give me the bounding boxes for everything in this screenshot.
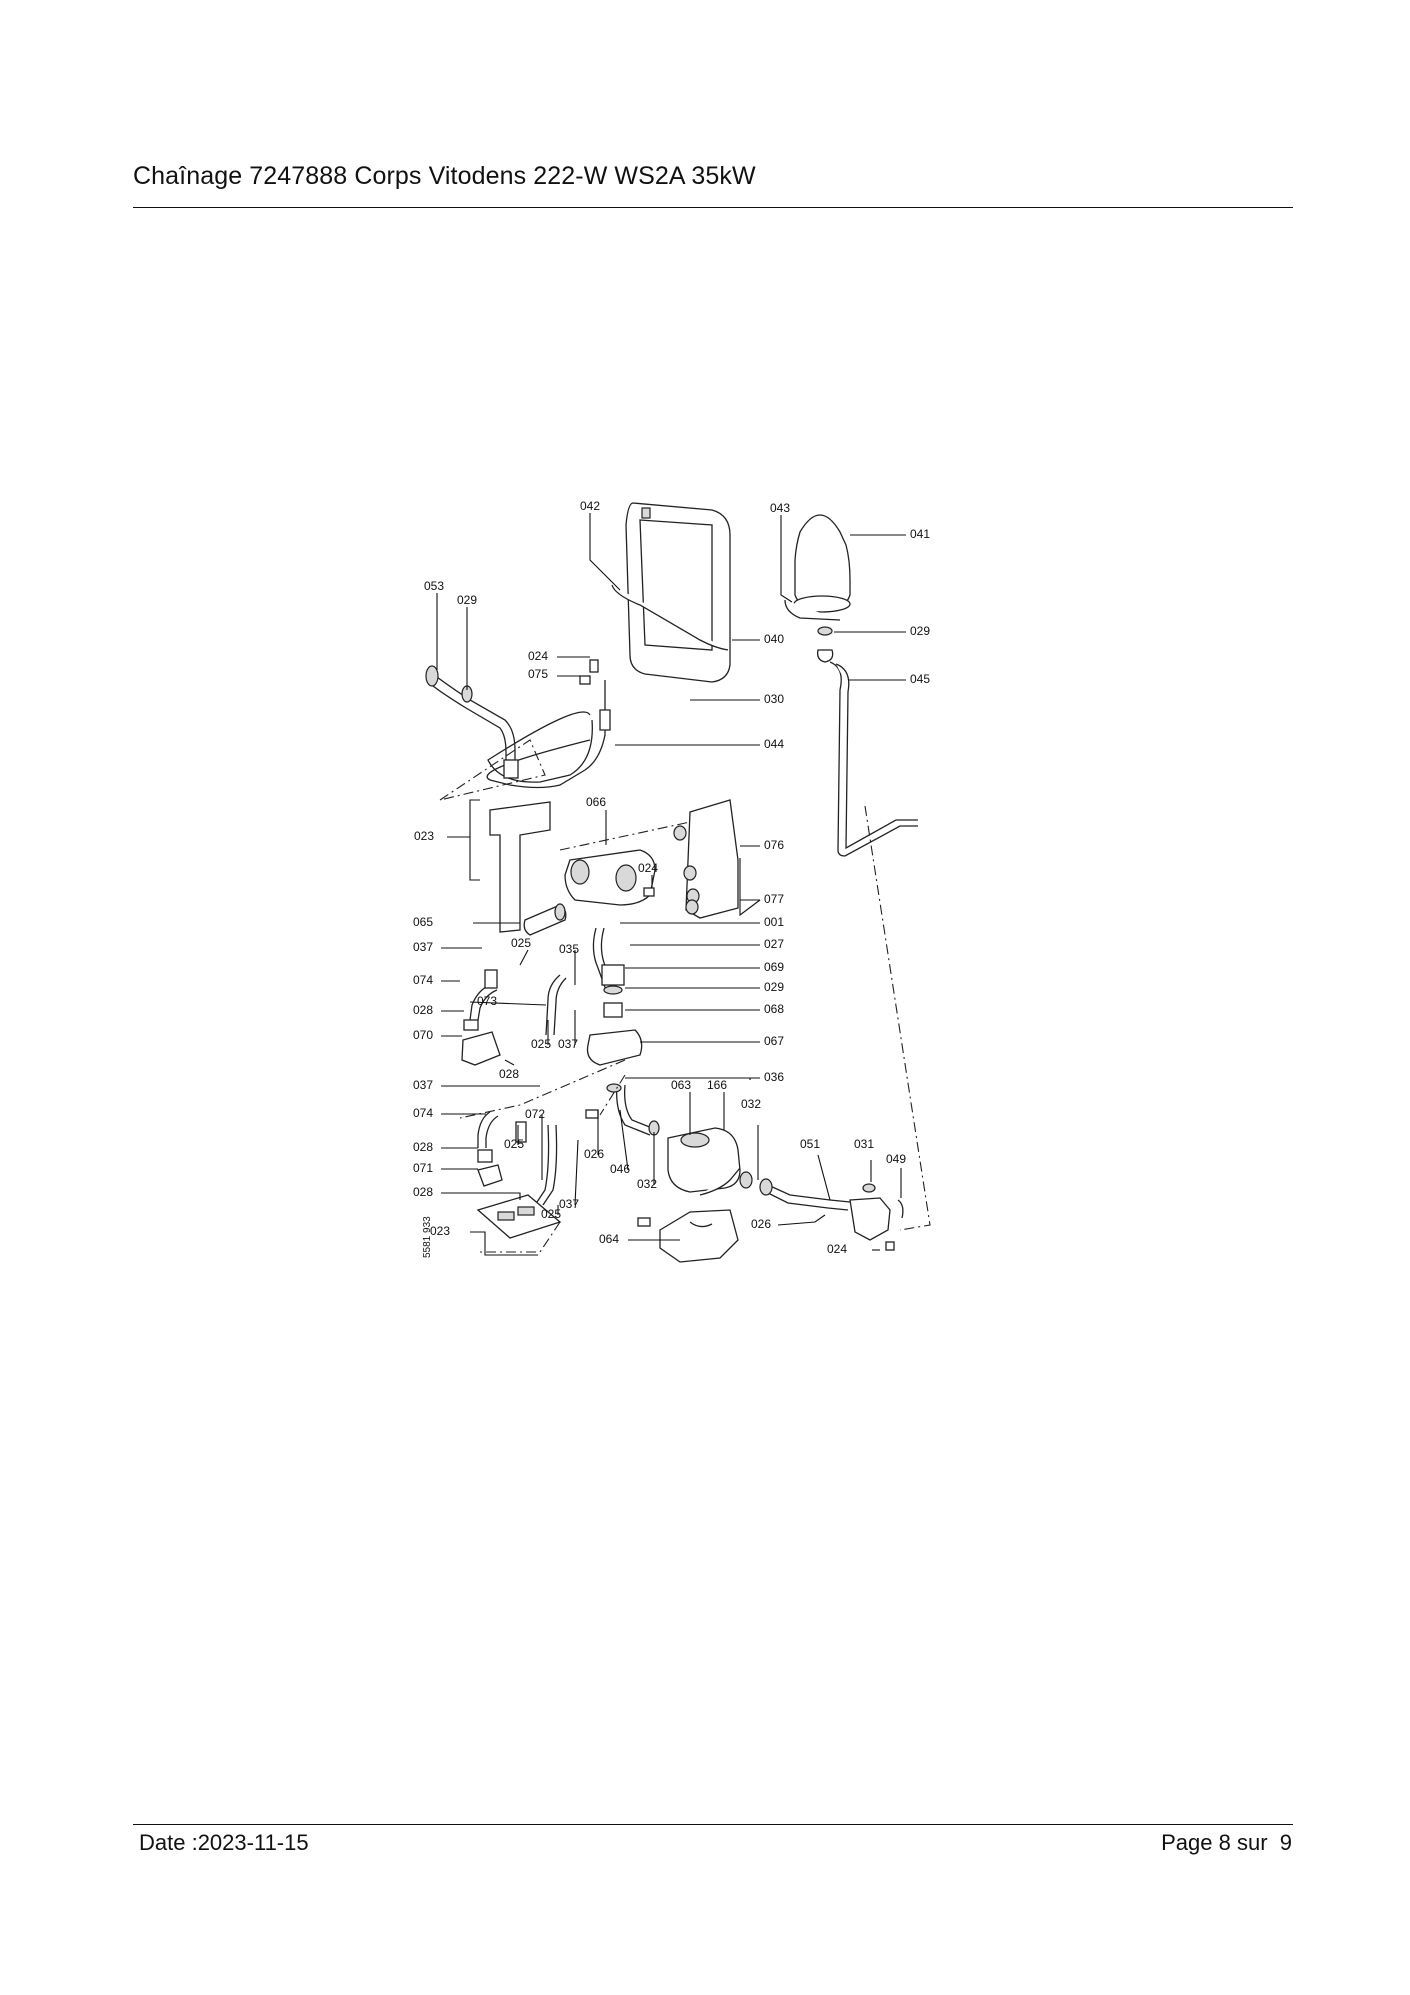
header-rule	[133, 207, 1293, 208]
part-label-166: 166	[707, 1078, 727, 1092]
part-label-025: 025	[541, 1207, 561, 1221]
part-label-051: 051	[800, 1137, 820, 1151]
leader-lines	[436, 513, 906, 1256]
part-label-069: 069	[764, 960, 784, 974]
part-label-029: 029	[457, 593, 477, 607]
part-label-031: 031	[854, 1137, 874, 1151]
part-label-043: 043	[770, 501, 790, 515]
part-label-037: 037	[559, 1197, 579, 1211]
part-label-045: 045	[910, 672, 930, 686]
part-label-040: 040	[764, 632, 784, 646]
part-label-026: 026	[751, 1217, 771, 1231]
part-label-064: 064	[599, 1232, 619, 1246]
drawing-number: 5581 933	[422, 1216, 433, 1258]
part-label-065: 065	[413, 915, 433, 929]
part-label-072: 072	[525, 1107, 545, 1121]
part-label-026: 026	[584, 1147, 604, 1161]
part-label-077: 077	[764, 892, 784, 906]
part-label-070: 070	[413, 1028, 433, 1042]
part-label-068: 068	[764, 1002, 784, 1016]
part-label-074: 074	[413, 1106, 433, 1120]
part-label-037: 037	[413, 1078, 433, 1092]
part-label-044: 044	[764, 737, 784, 751]
page-number: Page 8 sur 9	[1161, 1830, 1292, 1855]
part-label-025: 025	[531, 1037, 551, 1051]
part-label-076: 076	[764, 838, 784, 852]
part-labels: 042 043 041 053 029 040 029 024 075 030 045 044 066 0…	[413, 499, 930, 1256]
part-label-071: 071	[413, 1161, 433, 1175]
part-label-024: 024	[528, 649, 548, 663]
part-label-025: 025	[511, 936, 531, 950]
part-label-063: 063	[671, 1078, 691, 1092]
part-label-046: 046	[610, 1162, 630, 1176]
part-label-001: 001	[764, 915, 784, 929]
part-label-041: 041	[910, 527, 930, 541]
part-label-035: 035	[559, 942, 579, 956]
part-label-028: 028	[413, 1003, 433, 1017]
part-label-066: 066	[586, 795, 606, 809]
part-label-029: 029	[910, 624, 930, 638]
part-label-023: 023	[430, 1224, 450, 1238]
part-label-032: 032	[637, 1177, 657, 1191]
part-label-074: 074	[413, 973, 433, 987]
part-label-053: 053	[424, 579, 444, 593]
part-label-025: 025	[504, 1137, 524, 1151]
part-label-024: 024	[638, 861, 658, 875]
part-label-024: 024	[827, 1242, 847, 1256]
part-label-028: 028	[413, 1185, 433, 1199]
part-label-073: 073	[477, 994, 497, 1008]
part-label-028: 028	[413, 1140, 433, 1154]
part-label-030: 030	[764, 692, 784, 706]
part-label-028: 028	[499, 1067, 519, 1081]
part-label-027: 027	[764, 937, 784, 951]
part-label-049: 049	[886, 1152, 906, 1166]
footer-rule	[133, 1824, 1293, 1825]
part-label-036: 036	[764, 1070, 784, 1084]
part-label-067: 067	[764, 1034, 784, 1048]
part-label-037: 037	[413, 940, 433, 954]
part-label-032: 032	[741, 1097, 761, 1111]
page-title: Chaînage 7247888 Corps Vitodens 222-W WS…	[133, 162, 756, 190]
part-label-042: 042	[580, 499, 600, 513]
part-label-075: 075	[528, 667, 548, 681]
part-label-029: 029	[764, 980, 784, 994]
footer-date: Date :2023-11-15	[139, 1830, 309, 1855]
part-label-023: 023	[414, 829, 434, 843]
part-label-037: 037	[558, 1037, 578, 1051]
